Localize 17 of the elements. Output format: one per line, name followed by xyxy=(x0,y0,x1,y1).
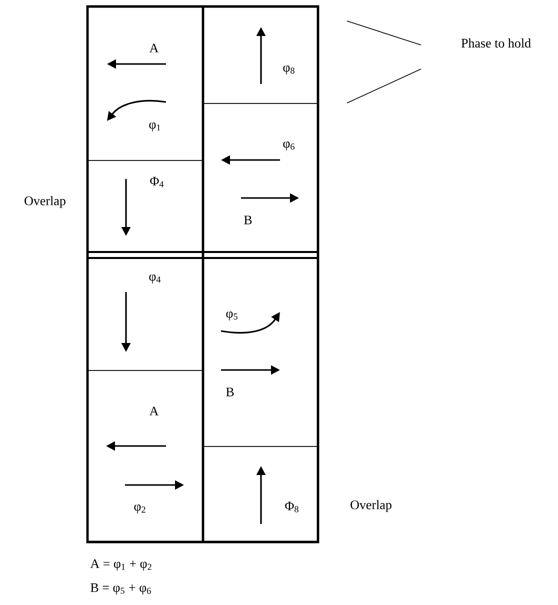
cell-label: A xyxy=(149,406,159,416)
note-text: A = φ$_{1}$ + φ$_{2}$ xyxy=(90,559,152,571)
cell-label: φ$_{6}$ xyxy=(283,142,294,150)
cell-label: Φ$_{4}$ xyxy=(150,176,164,188)
note-text: B = φ$_{5}$ + φ$_{6}$ xyxy=(90,583,151,595)
cell-label: φ$_{4}$ xyxy=(149,274,161,284)
cell-label: φ$_{1}$ xyxy=(149,122,160,132)
cell-label: φ$_{2}$ xyxy=(134,504,146,514)
cell-label: φ$_{8}$ xyxy=(283,66,294,74)
cell-label: B xyxy=(226,388,234,396)
cell-label: B xyxy=(244,216,252,224)
note-text: Phase to hold xyxy=(461,38,531,48)
overlap-label: Overlap xyxy=(24,196,66,208)
overlap-label: Overlap xyxy=(350,500,392,512)
cell-label: Φ$_{8}$ xyxy=(285,502,298,512)
cell-label: φ$_{5}$ xyxy=(226,312,238,320)
cell-label: A xyxy=(149,44,159,52)
